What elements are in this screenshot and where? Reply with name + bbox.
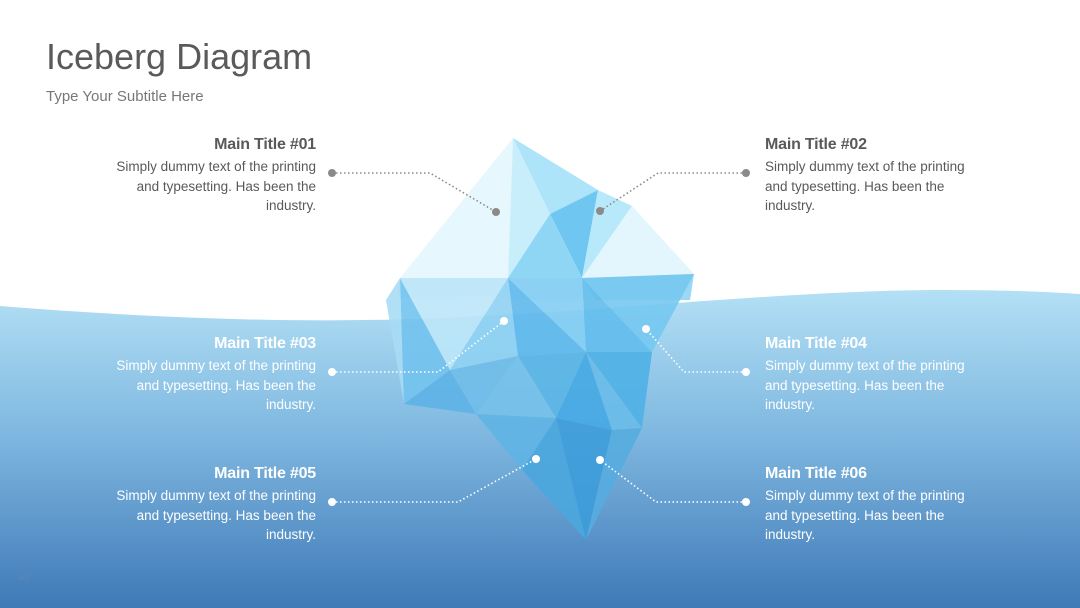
callout-02-title: Main Title #02 — [765, 136, 867, 153]
callout-01: Main Title #01 Simply dummy text of the … — [116, 135, 316, 216]
iceberg-underwater — [386, 274, 694, 540]
callout-04: Main Title #04 Simply dummy text of the … — [765, 334, 965, 415]
dot-02-b — [596, 207, 604, 215]
dot-04-a — [742, 368, 750, 376]
callout-03-text: Simply dummy text of the printing and ty… — [116, 358, 316, 412]
connectors — [332, 172, 746, 503]
connector-dots — [328, 169, 750, 506]
page-number: 48 — [18, 572, 31, 584]
slide-subtitle: Type Your Subtitle Here — [46, 88, 204, 105]
callout-04-text: Simply dummy text of the printing and ty… — [765, 358, 965, 412]
dot-04-b — [642, 325, 650, 333]
dot-02-a — [742, 169, 750, 177]
slide-title: Iceberg Diagram — [46, 36, 313, 77]
callout-02: Main Title #02 Simply dummy text of the … — [765, 135, 965, 216]
callout-05-text: Simply dummy text of the printing and ty… — [116, 488, 316, 542]
callout-05: Main Title #05 Simply dummy text of the … — [116, 464, 316, 545]
dot-05-b — [532, 455, 540, 463]
dot-05-a — [328, 498, 336, 506]
dot-01-a — [328, 169, 336, 177]
dot-06-a — [742, 498, 750, 506]
callout-03-title: Main Title #03 — [214, 335, 316, 352]
callout-04-title: Main Title #04 — [765, 335, 867, 352]
callout-03: Main Title #03 Simply dummy text of the … — [116, 334, 316, 415]
dot-03-b — [500, 317, 508, 325]
callout-06-text: Simply dummy text of the printing and ty… — [765, 488, 965, 542]
connector-02 — [599, 172, 746, 212]
callout-01-text: Simply dummy text of the printing and ty… — [116, 159, 316, 213]
connector-04 — [645, 328, 746, 373]
dot-01-b — [492, 208, 500, 216]
connector-06 — [599, 459, 746, 503]
callout-06-title: Main Title #06 — [765, 465, 867, 482]
callout-01-title: Main Title #01 — [214, 136, 316, 153]
connector-05 — [332, 458, 537, 503]
dot-06-b — [596, 456, 604, 464]
connector-01 — [332, 172, 497, 213]
dot-03-a — [328, 368, 336, 376]
callout-05-title: Main Title #05 — [214, 465, 316, 482]
callout-06: Main Title #06 Simply dummy text of the … — [765, 464, 965, 545]
callout-02-text: Simply dummy text of the printing and ty… — [765, 159, 965, 213]
